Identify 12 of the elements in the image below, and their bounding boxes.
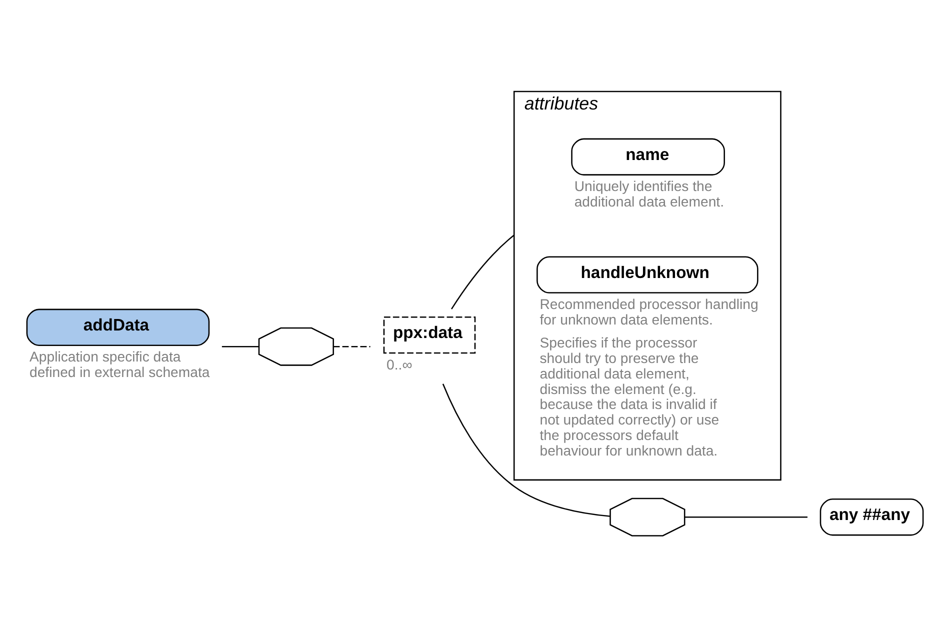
node-label: Uniquely identifies the additional data element.	[574, 178, 724, 210]
connector	[221, 345, 258, 347]
connector	[684, 516, 807, 518]
connector	[442, 383, 610, 516]
node-octagon	[609, 497, 685, 536]
node-label: Application specific data defined in external schemata	[29, 348, 210, 380]
node-label: 0..∞	[386, 356, 412, 372]
node-label: Recommended processor handling for unknown data elements.	[539, 296, 758, 328]
node-octagon	[258, 326, 334, 366]
connector	[332, 345, 370, 347]
node-label: Specifies if the processor should try to preserve the additional data element, dismiss the element (e.g. because the data is invalid if not updated correctly) or use the processors default behaviour for unknown data.	[539, 334, 719, 458]
connector	[450, 234, 514, 309]
